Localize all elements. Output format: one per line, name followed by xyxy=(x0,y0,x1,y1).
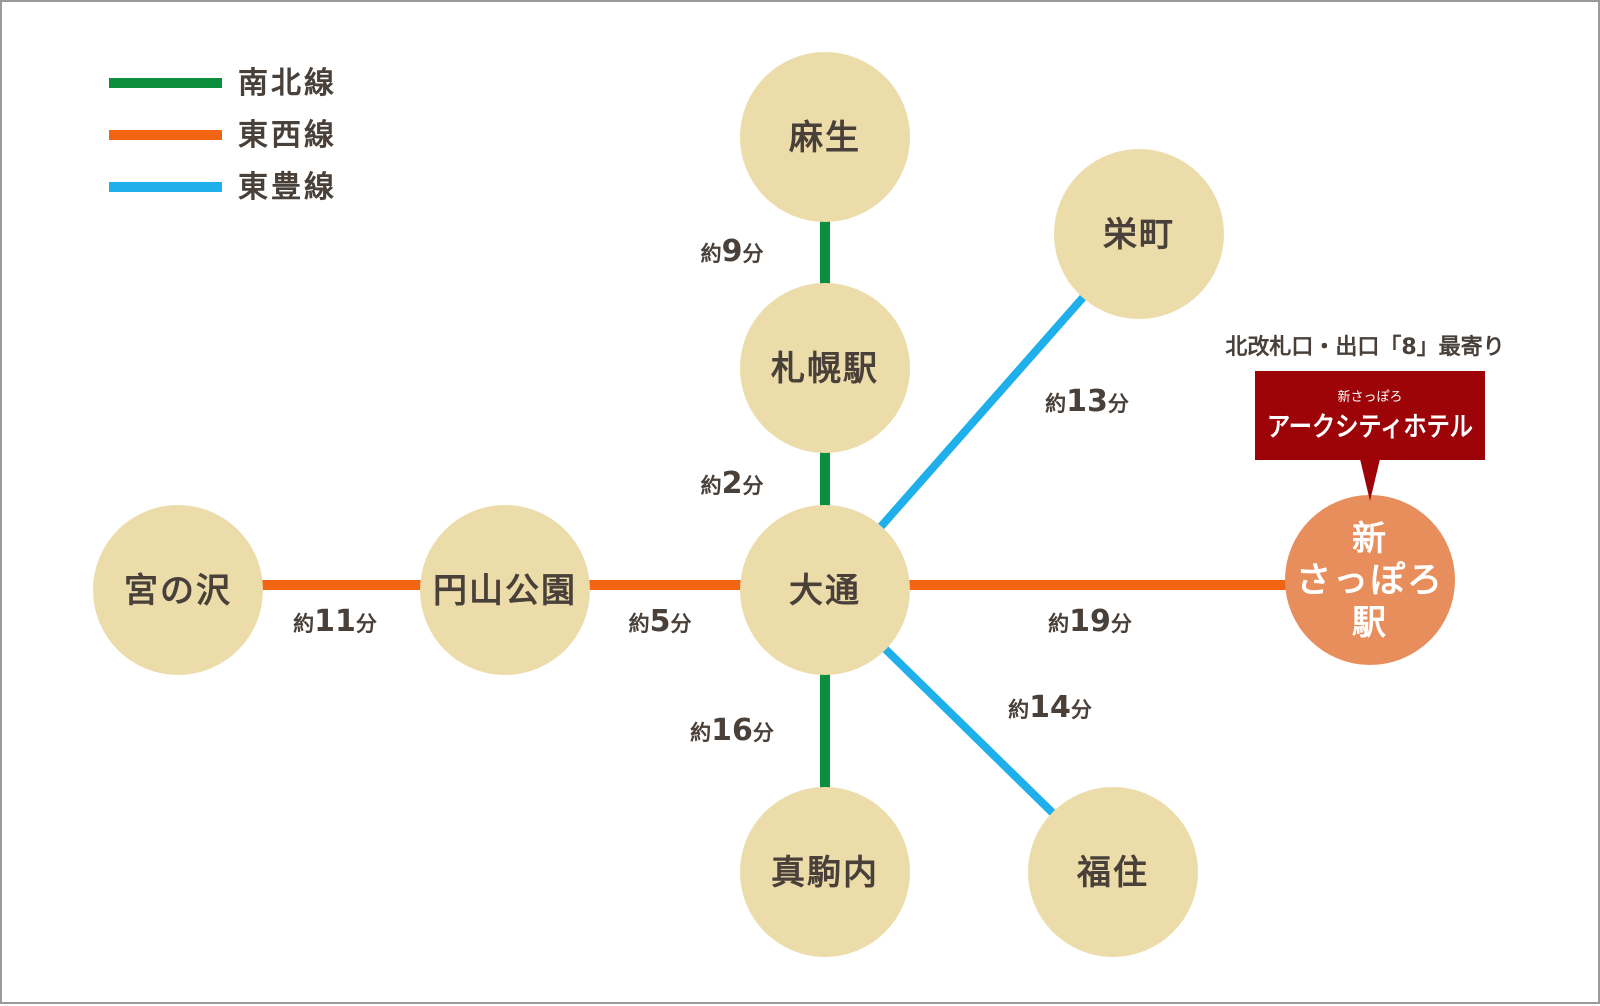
legend-label-tozai: 東西線 xyxy=(238,118,337,153)
time-miyanosawa-maruyama: 約11分 xyxy=(293,604,377,639)
station-circle-fukuzumi[interactable] xyxy=(1028,787,1198,957)
station-label-shin-sapporo-line1: 新 xyxy=(1352,519,1388,559)
station-label-fukuzumi: 福住 xyxy=(1076,853,1149,893)
stations xyxy=(93,52,1455,957)
hotel-sign-pointer xyxy=(1360,459,1380,501)
station-label-odori: 大通 xyxy=(789,571,861,611)
station-circle-makomanai[interactable] xyxy=(740,787,910,957)
time-odori-fukuzumi: 約14分 xyxy=(1008,690,1092,725)
time-asabu-sapporo: 約9分 xyxy=(701,234,764,269)
time-odori-makomanai: 約16分 xyxy=(690,713,774,748)
station-label-makomanai: 真駒内 xyxy=(771,853,879,893)
time-odori-sakaemachi: 約13分 xyxy=(1045,384,1129,419)
station-circle-sapporo[interactable] xyxy=(740,283,910,453)
time-maruyama-odori: 約5分 xyxy=(629,604,692,639)
station-label-sapporo: 札幌駅 xyxy=(771,349,879,389)
hotel-sign[interactable]: 新さっぽろ アークシティホテル xyxy=(1255,371,1485,501)
legend: 南北線 東西線 東豊線 xyxy=(109,66,337,205)
station-label-shin-sapporo-line3: 駅 xyxy=(1352,603,1388,643)
time-odori-shin-sapporo: 約19分 xyxy=(1048,604,1132,639)
station-circle-miyanosawa[interactable] xyxy=(93,505,263,675)
station-label-shin-sapporo-line2: さっぽろ xyxy=(1296,560,1444,601)
legend-label-namboku: 南北線 xyxy=(238,66,337,101)
travel-times: 約9分 約2分 約13分 約11分 約5分 約19分 約14分 約16分 xyxy=(293,234,1132,748)
hotel-sign-sub: 新さっぽろ xyxy=(1337,389,1402,405)
station-label-asabu: 麻生 xyxy=(789,118,861,158)
station-circle-maruyama-koen[interactable] xyxy=(420,505,590,675)
legend-label-toho: 東豊線 xyxy=(238,170,337,205)
station-circle-sakaemachi[interactable] xyxy=(1054,149,1224,319)
hotel-sign-box xyxy=(1255,371,1485,460)
hotel-sign-name: アークシティホテル xyxy=(1267,412,1473,443)
exit-note: 北改札口・出口「8」最寄り xyxy=(1225,334,1504,360)
station-label-maruyama-koen: 円山公園 xyxy=(433,571,577,611)
time-sapporo-odori: 約2分 xyxy=(701,466,764,501)
station-circle-shin-sapporo[interactable] xyxy=(1285,495,1455,665)
station-labels: 麻生 札幌駅 栄町 宮の沢 円山公園 大通 真駒内 福住 新 さっぽろ 駅 xyxy=(124,118,1444,893)
station-circle-asabu[interactable] xyxy=(740,52,910,222)
station-label-sakaemachi: 栄町 xyxy=(1103,215,1175,255)
station-label-miyanosawa: 宮の沢 xyxy=(124,571,232,611)
station-circle-odori[interactable] xyxy=(740,505,910,675)
